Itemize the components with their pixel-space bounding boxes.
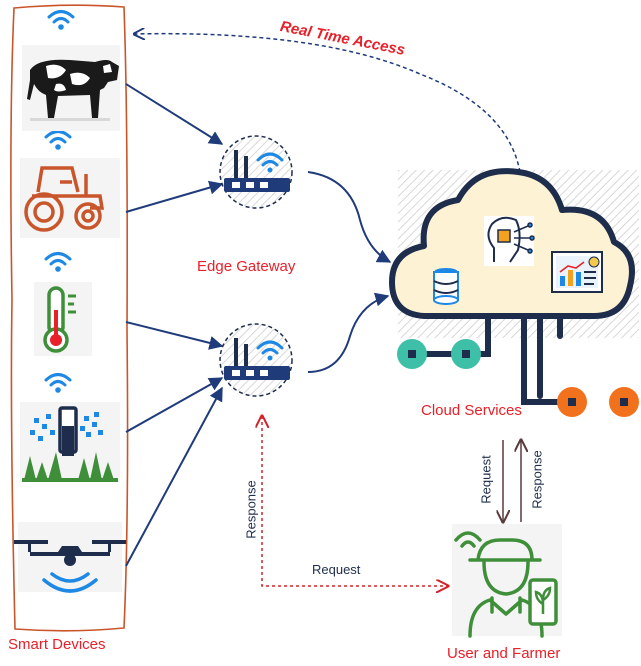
cow-icon xyxy=(22,45,120,131)
edge-gateway-router-icon xyxy=(219,323,293,397)
wifi-icon xyxy=(44,130,72,150)
analytics-dashboard-icon xyxy=(551,251,603,293)
gateway-to-cloud-arrows xyxy=(307,171,392,373)
response-request-dotted-arrow xyxy=(262,416,448,586)
response-to-cloud-label: Response xyxy=(529,450,545,509)
cloud-services-icon xyxy=(389,168,639,405)
response-label: Response xyxy=(243,480,259,539)
sprinkler-icon xyxy=(20,402,120,482)
thermometer-icon xyxy=(34,282,92,356)
real-time-access-arrow xyxy=(134,34,521,173)
orange-connector-node xyxy=(557,387,587,417)
cloud-services-label: Cloud Services xyxy=(421,402,522,419)
orange-connector-node xyxy=(609,387,639,417)
database-icon xyxy=(433,268,459,305)
wifi-icon xyxy=(44,252,72,272)
teal-connector-node xyxy=(451,339,481,369)
wifi-icon xyxy=(44,373,72,393)
request-label: Request xyxy=(312,562,361,577)
wifi-icon xyxy=(47,10,75,30)
edge-gateway-router-icon xyxy=(219,135,293,209)
ai-head-icon xyxy=(484,216,535,266)
device-to-gateway-arrows xyxy=(125,83,224,567)
tractor-icon xyxy=(20,158,120,238)
drone-icon xyxy=(14,522,126,593)
teal-connector-node xyxy=(397,339,427,369)
request-to-farmer-label: Request xyxy=(478,455,494,504)
smart-devices-label: Smart Devices xyxy=(8,636,106,653)
edge-gateway-label: Edge Gateway xyxy=(197,258,296,275)
farmer-icon xyxy=(452,524,562,638)
user-and-farmer-label: User and Farmer xyxy=(447,645,561,662)
